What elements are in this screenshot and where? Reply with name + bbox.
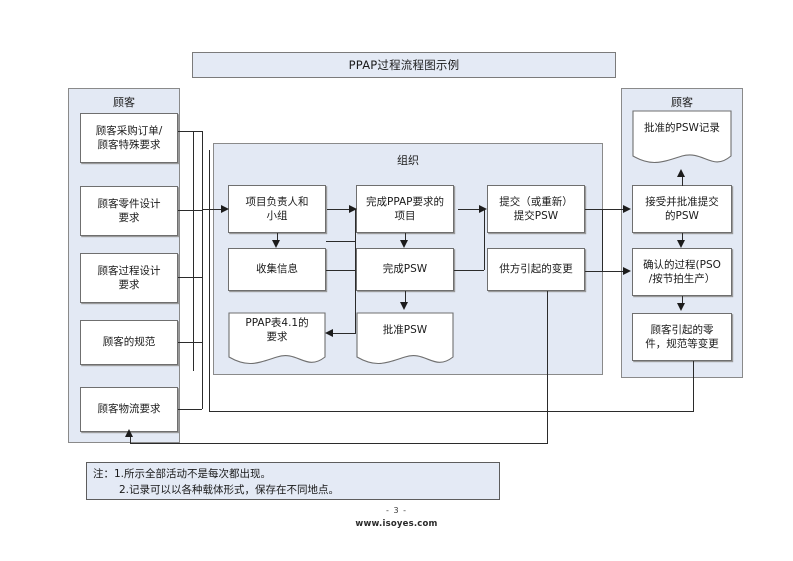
arrowhead-to-table41 — [325, 329, 333, 337]
arrowhead-to-submit — [479, 205, 487, 213]
node-label: 完成PPAP要求的 项目 — [365, 195, 444, 222]
connector-collect-to-complete — [327, 209, 355, 210]
lane-customer-left-label: 顾客 — [113, 96, 135, 109]
connector-supplier-to-confirm — [602, 271, 628, 272]
connector-feedback-top — [326, 241, 356, 242]
lane-customer-right-label: 顾客 — [671, 96, 693, 109]
node-label: 确认的过程(PSO /按节拍生产） — [643, 258, 721, 285]
node-customer-part-design[interactable]: 顾客零件设计 要求 — [80, 186, 178, 236]
note-line-1: 注：1.所示全部活动不是每次都出现。 — [93, 468, 272, 480]
node-ppap-table-4-1-requirements[interactable]: PPAP表4.1的 要求 — [228, 312, 326, 370]
node-project-leader-team[interactable]: 项目负责人和 小组 — [228, 185, 326, 233]
arrowhead-to-complete — [349, 205, 357, 213]
arrowhead-to-accept — [623, 205, 631, 213]
connector-submit-to-accept — [585, 209, 628, 210]
node-label: 顾客零件设计 要求 — [97, 197, 161, 224]
node-customer-purchase-order[interactable]: 顾客采购订单/ 顾客特殊要求 — [80, 113, 178, 163]
connector-customer-change-up — [209, 150, 210, 411]
node-complete-psw[interactable]: 完成PSW — [356, 248, 454, 291]
connector-customer-change-down — [693, 361, 694, 411]
connector-feedback-down — [355, 241, 356, 333]
arrowhead-supplier-to-confirm — [623, 267, 631, 275]
connector-accept-to-record — [682, 176, 683, 186]
node-label: 顾客引起的零 件，规范等变更 — [645, 323, 719, 350]
connector-process-stub — [178, 277, 202, 278]
node-label: 供方引起的变更 — [499, 263, 573, 276]
node-label: 顾客过程设计 要求 — [97, 264, 161, 291]
arrowhead-to-psw — [400, 240, 408, 248]
node-approve-psw[interactable]: 批准PSW — [356, 312, 454, 370]
node-label: 完成PSW — [382, 263, 428, 276]
connector-feedback-up-to-customer — [130, 436, 131, 444]
node-customer-specification[interactable]: 顾客的规范 — [80, 320, 178, 365]
node-label: 顾客的规范 — [102, 336, 156, 349]
arrowhead-to-collect — [272, 240, 280, 248]
page-number: - 3 - — [386, 506, 407, 515]
connector-confirm-to-change — [682, 296, 683, 305]
connector-accept-to-confirm — [682, 233, 683, 241]
node-label: 顾客采购订单/ 顾客特殊要求 — [95, 124, 163, 151]
diagram-title: PPAP过程流程图示例 — [348, 58, 460, 72]
note-line-2: 2.记录可以以各种载体形式，保存在不同地点。 — [119, 484, 340, 497]
connector-supplier-right — [585, 271, 603, 272]
connector-customer-change-left — [209, 411, 694, 412]
node-label: 收集信息 — [256, 263, 298, 276]
lane-organization-label: 组织 — [397, 154, 419, 167]
connector-supplier-vertical — [602, 209, 603, 271]
connector-customer-input-bus-secondary — [193, 131, 194, 371]
site-watermark: www.isoyes.com — [355, 519, 438, 529]
connector-po-stub — [178, 131, 202, 132]
note-box: 注：1.所示全部活动不是每次都出现。 2.记录可以以各种载体形式，保存在不同地点… — [86, 462, 500, 500]
node-label: 顾客物流要求 — [97, 403, 161, 416]
connector-spec-stub — [178, 342, 202, 343]
arrowhead-to-approve-psw — [400, 302, 408, 310]
node-accept-approve-submission[interactable]: 接受并批准提交 的PSW — [632, 185, 732, 233]
node-complete-ppap-requirements[interactable]: 完成PPAP要求的 项目 — [356, 185, 454, 233]
arrowhead-to-customer-lane — [125, 429, 133, 437]
node-label: 接受并批准提交 的PSW — [645, 195, 719, 222]
connector-complete-to-psw — [405, 233, 406, 242]
node-submit-psw[interactable]: 提交（或重新） 提交PSW — [487, 185, 585, 233]
node-label: 提交（或重新） 提交PSW — [499, 195, 573, 222]
node-confirmed-process-pso[interactable]: 确认的过程(PSO /按节拍生产） — [632, 248, 732, 296]
connector-collect-up — [355, 209, 356, 270]
connector-leader-to-collect — [277, 233, 278, 242]
node-customer-logistics[interactable]: 顾客物流要求 — [80, 387, 178, 432]
connector-feedback-to-table41 — [332, 333, 356, 334]
arrowhead-to-leader — [221, 205, 229, 213]
connector-supplier-down — [547, 291, 548, 443]
connector-collect-right — [326, 270, 355, 271]
connector-psw-right — [454, 270, 484, 271]
connector-bus-to-leader — [202, 209, 226, 210]
arrowhead-to-record — [677, 169, 685, 177]
connector-logistics-stub — [178, 409, 202, 410]
arrowhead-to-change — [677, 303, 685, 311]
node-approved-psw-record[interactable]: 批准的PSW记录 — [632, 110, 732, 170]
connector-bottom-feedback — [130, 443, 548, 444]
node-label: 批准PSW — [382, 323, 428, 336]
node-label: 项目负责人和 小组 — [245, 195, 309, 222]
node-supplier-initiated-change[interactable]: 供方引起的变更 — [487, 248, 585, 291]
node-label: PPAP表4.1的 要求 — [245, 316, 309, 343]
node-customer-initiated-change[interactable]: 顾客引起的零 件，规范等变更 — [632, 313, 732, 361]
node-customer-process-design[interactable]: 顾客过程设计 要求 — [80, 253, 178, 303]
connector-psw-to-submit — [458, 209, 484, 210]
connector-customer-input-bus — [202, 131, 203, 409]
connector-part-stub — [178, 210, 202, 211]
connector-psw-to-approve — [405, 291, 406, 304]
connector-psw-up — [484, 209, 485, 270]
diagram-title-banner: PPAP过程流程图示例 — [192, 52, 616, 78]
node-label: 批准的PSW记录 — [644, 121, 720, 134]
arrowhead-to-confirm — [677, 240, 685, 248]
node-collect-information[interactable]: 收集信息 — [228, 248, 326, 291]
